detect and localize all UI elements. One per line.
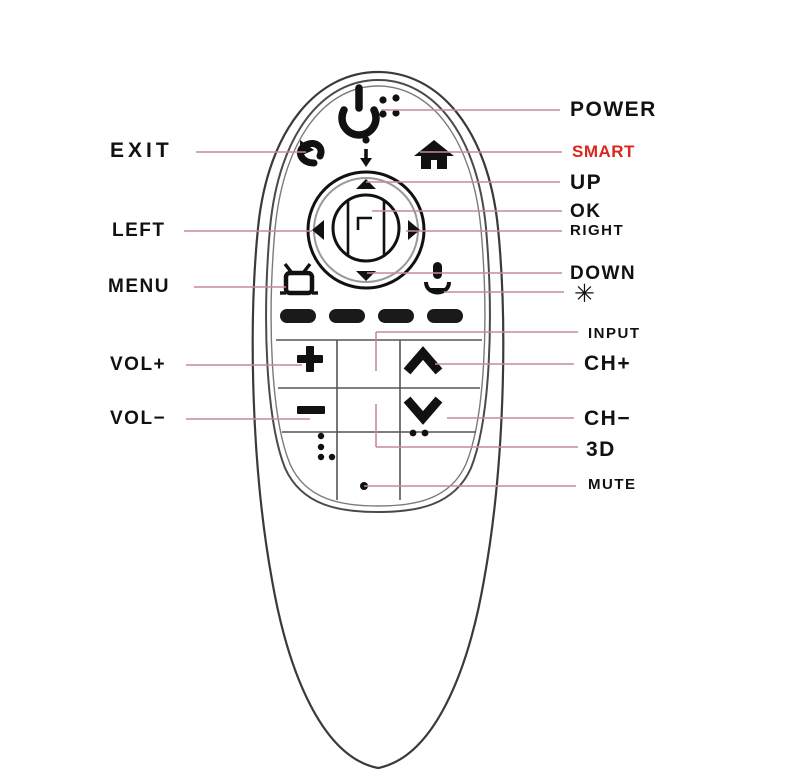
yellow-key	[378, 309, 414, 323]
triangle-left-icon[interactable]	[312, 220, 324, 240]
panel-edge-inner	[270, 85, 486, 507]
label-power: POWER	[570, 98, 657, 121]
label-volup: VOL+	[110, 354, 167, 375]
bent-leader-lines	[375, 331, 578, 448]
chevron-up-icon[interactable]	[403, 346, 443, 375]
label-star: ✳	[574, 280, 595, 308]
tv-icon[interactable]	[280, 262, 318, 296]
plus-icon[interactable]	[297, 346, 323, 372]
label-ok: OK	[570, 201, 602, 222]
label-threed: 3D	[586, 438, 616, 461]
label-smart: SMART	[572, 142, 635, 161]
four-dots-icon	[379, 94, 400, 118]
blue-key	[427, 309, 463, 323]
input-leader	[375, 331, 578, 371]
label-input: INPUT	[588, 325, 641, 342]
braille-dots-vol	[317, 432, 336, 461]
green-key	[329, 309, 365, 323]
label-up: UP	[570, 171, 603, 194]
color-key-row[interactable]	[280, 309, 463, 323]
label-exit: EXIT	[110, 139, 173, 162]
minus-icon[interactable]	[297, 406, 325, 414]
red-key	[280, 309, 316, 323]
label-chup: CH+	[584, 352, 632, 375]
panel-edge-outer	[265, 78, 491, 514]
label-voldn: VOL−	[110, 408, 167, 429]
label-left: LEFT	[112, 220, 166, 241]
braille-dots-ch	[409, 429, 429, 437]
triangle-right-icon[interactable]	[408, 220, 420, 240]
label-chdn: CH−	[584, 407, 632, 430]
front-panel-outline	[265, 78, 491, 514]
button-grid-lines	[276, 339, 482, 500]
microphone-icon[interactable]	[424, 262, 451, 295]
label-mute: MUTE	[588, 476, 637, 493]
body-shell	[251, 70, 505, 770]
triangle-up-icon[interactable]	[356, 179, 376, 189]
remote-body-outline	[251, 70, 505, 770]
chevron-down-icon[interactable]	[403, 396, 443, 425]
scroll-hint-icon	[360, 136, 372, 167]
threed-leader	[375, 404, 578, 448]
scroll-wheel-icon[interactable]	[331, 193, 401, 263]
label-right: RIGHT	[570, 222, 625, 239]
label-menu: MENU	[108, 276, 170, 297]
power-icon[interactable]	[338, 84, 380, 139]
label-down: DOWN	[570, 263, 637, 284]
leader-lines	[184, 109, 576, 487]
